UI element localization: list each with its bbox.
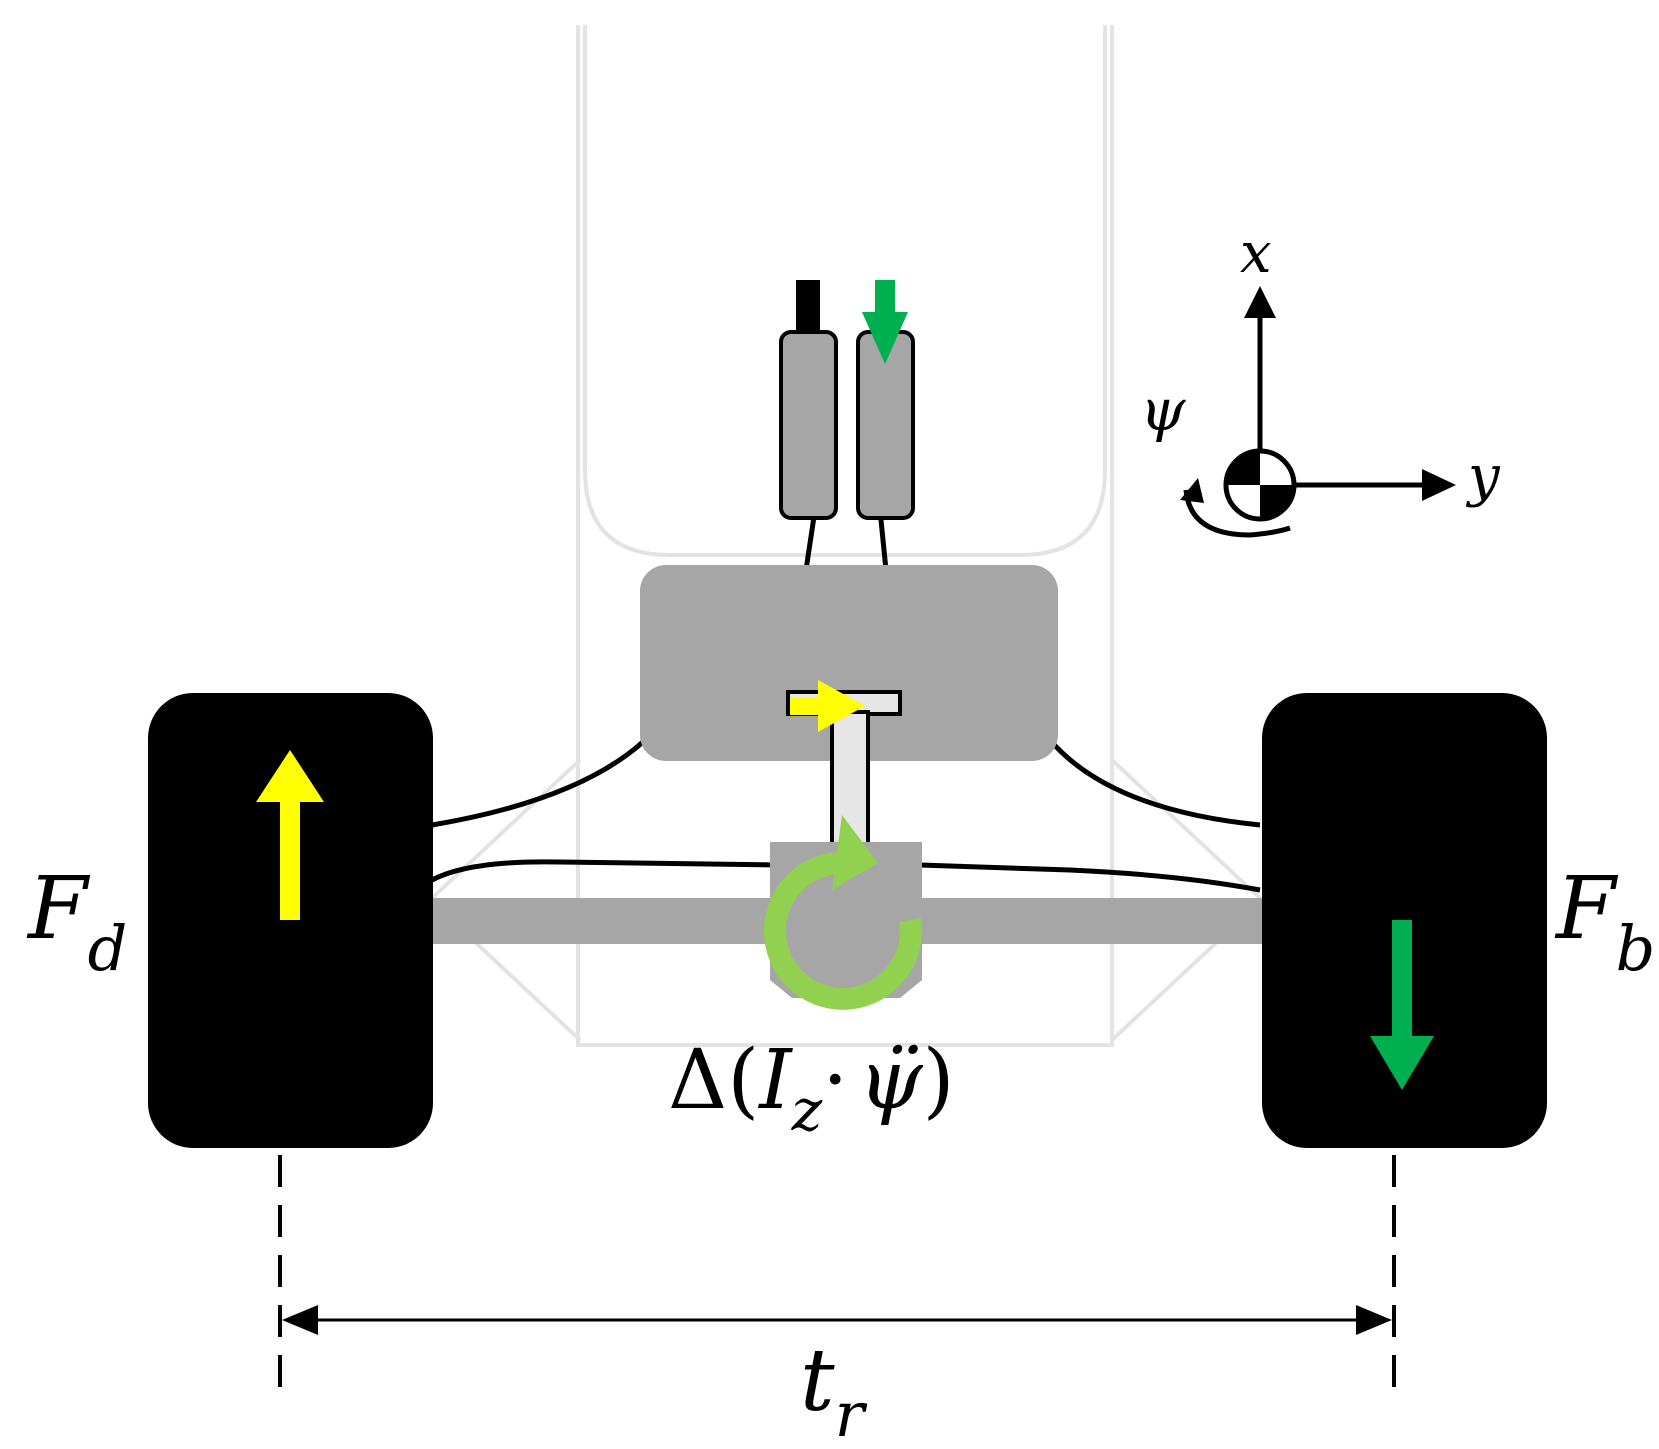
brake-force-arrow (1370, 920, 1434, 1090)
pedal-brake (856, 280, 915, 520)
yaw-moment-label: Δ(Iz·ψ̈) (668, 1033, 955, 1144)
left-force-label: Fd (26, 859, 127, 985)
drive-force-arrow (256, 750, 324, 920)
control-unit (640, 565, 1058, 761)
yaw-moment-arrow (763, 815, 922, 1010)
steering-yellow-arrow (790, 680, 865, 732)
right-force-label: Fb (1554, 859, 1655, 985)
yaw-rotation-icon (1183, 489, 1291, 538)
axis-x-label: x (1240, 221, 1272, 286)
axis-y-label: y (1465, 444, 1501, 509)
cables (430, 509, 1261, 893)
coordinate-system: x y ψ (1140, 221, 1501, 538)
left-tire (148, 693, 433, 1148)
center-of-gravity-icon (1223, 448, 1297, 522)
pedal-accelerator (779, 280, 838, 520)
axis-psi-label: ψ (1140, 376, 1186, 444)
track-width-label: tr (800, 1331, 868, 1449)
track-dimension (278, 1155, 1396, 1395)
